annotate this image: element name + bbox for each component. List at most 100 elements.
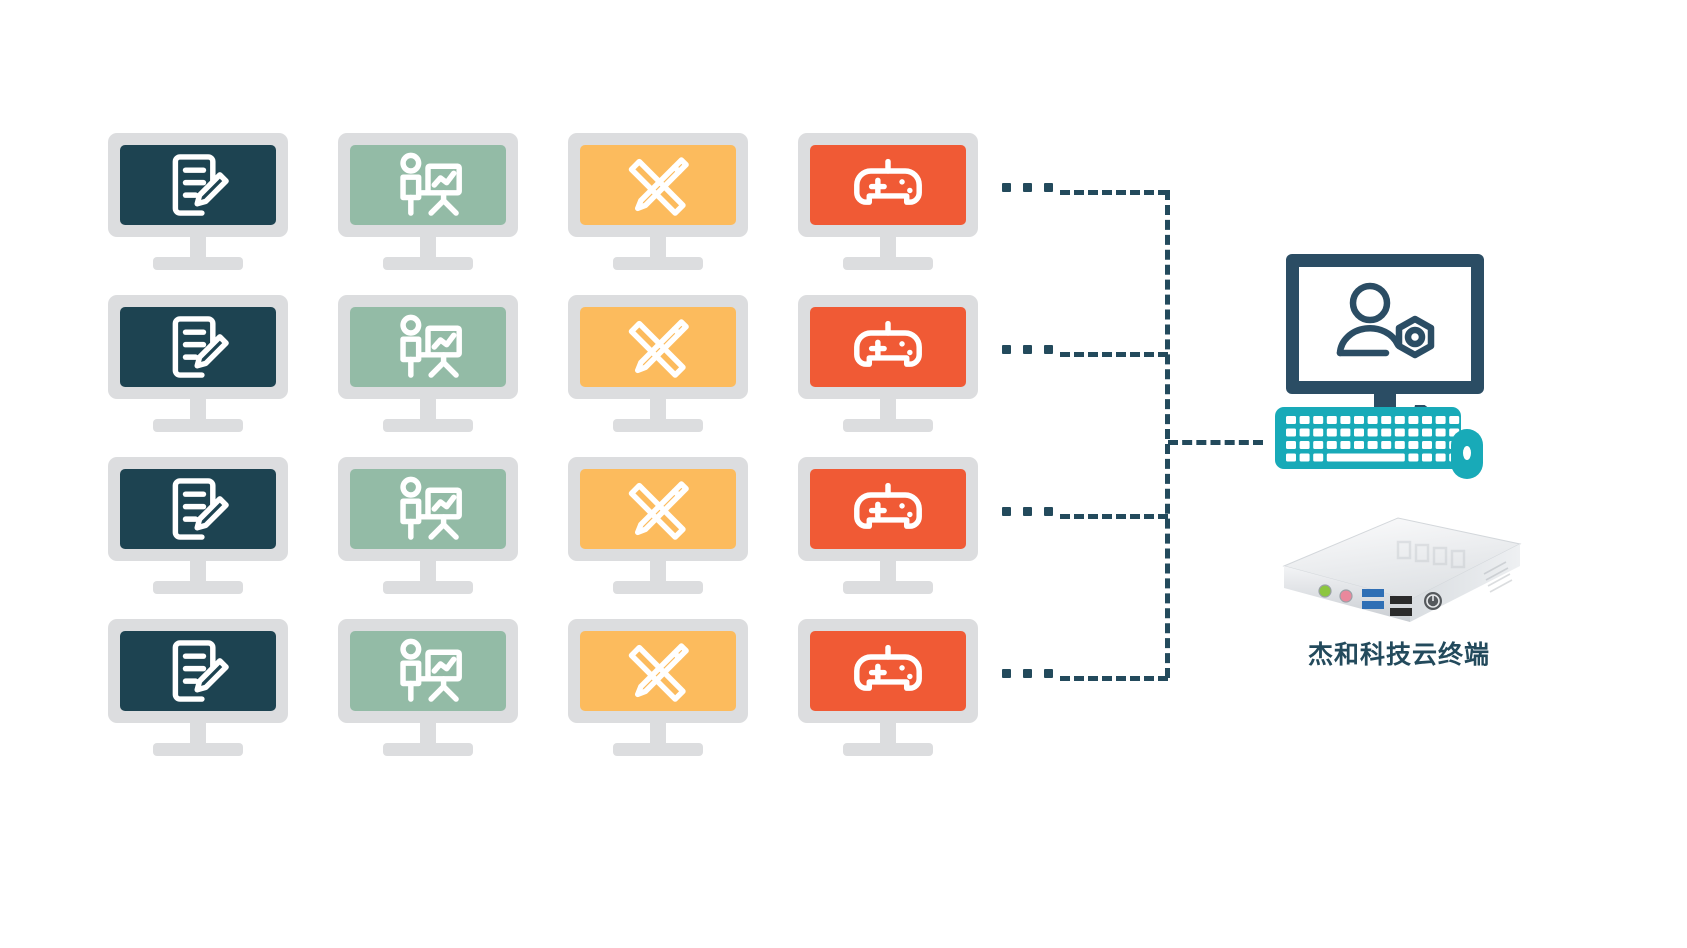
document-edit-icon — [172, 640, 229, 702]
client-stand-base — [613, 257, 703, 270]
client-stand-neck — [650, 237, 666, 261]
client-stand-base — [383, 743, 473, 756]
usb3-port-2 — [1362, 601, 1384, 609]
port-cluster — [1318, 584, 1442, 616]
client-monitor-design-r2[interactable] — [568, 295, 748, 432]
client-monitor-document-r3[interactable] — [108, 457, 288, 594]
client-stand-neck — [650, 399, 666, 423]
client-stand-neck — [420, 399, 436, 423]
ellipsis-dot — [1044, 669, 1053, 678]
client-monitor-design-r3[interactable] — [568, 457, 748, 594]
mic-in-port — [1339, 589, 1353, 603]
pencil-ruler-icon — [628, 481, 689, 540]
ellipsis-dot — [1044, 507, 1053, 516]
connector-branch-row1 — [1060, 190, 1168, 195]
client-stand-base — [613, 419, 703, 432]
client-monitor-presentation-r1[interactable] — [338, 133, 518, 270]
client-monitor-document-r4[interactable] — [108, 619, 288, 756]
client-screen-design — [580, 307, 736, 387]
user-settings-monitor-icon — [1282, 250, 1488, 435]
client-screen-presentation — [350, 145, 506, 225]
client-bezel — [338, 619, 518, 723]
client-screen-design — [580, 469, 736, 549]
client-monitor-presentation-r3[interactable] — [338, 457, 518, 594]
client-monitor-gaming-r3[interactable] — [798, 457, 978, 594]
presentation-chart-icon — [400, 638, 462, 702]
gamepad-icon — [854, 158, 922, 205]
client-bezel — [108, 133, 288, 237]
client-stand-base — [843, 743, 933, 756]
client-screen-presentation — [350, 307, 506, 387]
client-screen-gaming — [810, 307, 966, 387]
client-stand-base — [613, 743, 703, 756]
ellipsis-dot — [1002, 183, 1011, 192]
client-screen-document — [120, 631, 276, 711]
client-bezel — [108, 295, 288, 399]
client-stand-neck — [190, 561, 206, 585]
client-monitor-document-r1[interactable] — [108, 133, 288, 270]
ellipsis-dot — [1002, 669, 1011, 678]
ellipsis-dot — [1002, 507, 1011, 516]
client-screen-document — [120, 145, 276, 225]
client-stand-neck — [420, 723, 436, 747]
usb2-port-1 — [1390, 596, 1412, 604]
client-stand-base — [843, 257, 933, 270]
client-screen-design — [580, 631, 736, 711]
ellipsis-dot — [1023, 345, 1032, 354]
usb3-port-1 — [1362, 589, 1384, 597]
document-edit-icon — [172, 478, 229, 540]
client-bezel — [568, 133, 748, 237]
client-stand-neck — [880, 237, 896, 261]
ellipsis-dot — [1023, 669, 1032, 678]
client-stand-base — [153, 581, 243, 594]
client-stand-neck — [420, 561, 436, 585]
pencil-ruler-icon — [628, 643, 689, 702]
client-stand-neck — [650, 723, 666, 747]
ellipsis-dot — [1002, 345, 1011, 354]
gamepad-icon — [854, 320, 922, 367]
client-stand-base — [383, 419, 473, 432]
client-stand-neck — [880, 399, 896, 423]
client-bezel — [798, 619, 978, 723]
client-monitor-presentation-r2[interactable] — [338, 295, 518, 432]
connector-branch-row4 — [1060, 676, 1168, 681]
client-bezel — [338, 457, 518, 561]
row-ellipsis-3 — [1002, 507, 1053, 516]
client-screen-gaming — [810, 469, 966, 549]
client-stand-neck — [880, 723, 896, 747]
pencil-ruler-icon — [628, 157, 689, 216]
gamepad-icon — [854, 644, 922, 691]
client-screen-presentation — [350, 469, 506, 549]
client-stand-neck — [190, 723, 206, 747]
client-bezel — [338, 133, 518, 237]
client-stand-neck — [420, 237, 436, 261]
client-stand-base — [153, 743, 243, 756]
presentation-chart-icon — [400, 476, 462, 540]
connector-branch-row3 — [1060, 514, 1168, 519]
client-monitor-gaming-r4[interactable] — [798, 619, 978, 756]
client-bezel — [568, 619, 748, 723]
client-screen-gaming — [810, 631, 966, 711]
client-stand-neck — [650, 561, 666, 585]
client-stand-base — [153, 257, 243, 270]
client-monitor-document-r2[interactable] — [108, 295, 288, 432]
connector-trunk — [1165, 190, 1170, 678]
client-monitor-presentation-r4[interactable] — [338, 619, 518, 756]
connector-to-terminal — [1168, 440, 1263, 445]
client-monitor-design-r4[interactable] — [568, 619, 748, 756]
client-stand-base — [613, 581, 703, 594]
client-stand-base — [153, 419, 243, 432]
ellipsis-dot — [1044, 183, 1053, 192]
mouse-icon — [1451, 429, 1483, 479]
client-screen-document — [120, 307, 276, 387]
client-stand-neck — [190, 237, 206, 261]
row-ellipsis-2 — [1002, 345, 1053, 354]
client-stand-neck — [880, 561, 896, 585]
presentation-chart-icon — [400, 314, 462, 378]
cloud-terminal-group[interactable]: 杰和科技云终端 — [1270, 250, 1670, 690]
client-monitor-gaming-r1[interactable] — [798, 133, 978, 270]
presentation-chart-icon — [400, 152, 462, 216]
client-monitor-gaming-r2[interactable] — [798, 295, 978, 432]
client-monitor-design-r1[interactable] — [568, 133, 748, 270]
